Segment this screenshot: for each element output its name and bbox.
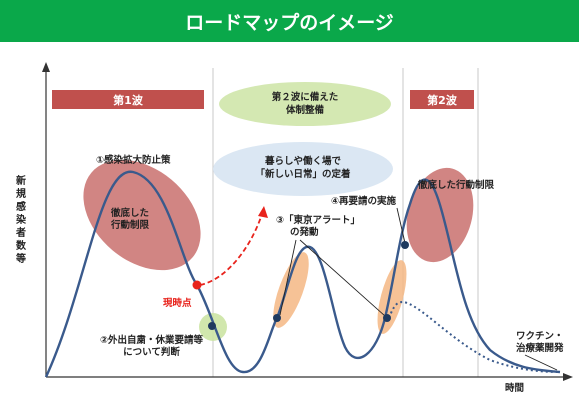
- current-point-marker: [192, 280, 202, 290]
- vaccine-label: ワクチン・治療薬開発: [516, 331, 564, 354]
- wave2-band: 第2波: [410, 90, 474, 109]
- page-title: ロードマップのイメージ: [0, 0, 579, 42]
- self-restraint-label: ②外出自粛・休業要請等について判断: [100, 335, 204, 358]
- strict-restriction-oval-2: [406, 167, 474, 263]
- pointer-line: [279, 239, 297, 316]
- strict-restriction-2-label: 徹底した行動制限: [418, 180, 495, 191]
- new-normal-oval: [213, 142, 393, 196]
- y-axis-arrow: [42, 62, 50, 72]
- prep-oval-text: 第２波に備えた体制整備: [271, 92, 339, 116]
- infection-curve: [44, 170, 561, 378]
- x-axis-arrow: [563, 373, 573, 381]
- rebound-arrow-head: [258, 206, 268, 218]
- wave1-band: 第1波: [52, 90, 204, 109]
- marker: [208, 322, 216, 330]
- pointer-line: [524, 354, 558, 371]
- prep-oval: [219, 82, 391, 126]
- rebound-arrow: [199, 213, 263, 286]
- suppressed-curve: [388, 300, 561, 373]
- x-axis-label: 時間: [505, 383, 525, 394]
- pointer-line: [396, 207, 406, 244]
- new-normal-oval-text: 暮らしや働く場で「新しい日常」の定着: [255, 156, 351, 180]
- marker: [383, 314, 391, 322]
- tokyo-alert-oval: [377, 260, 407, 334]
- marker: [401, 241, 409, 249]
- re-request-label: ④再要請の実施: [331, 196, 397, 207]
- marker: [273, 314, 281, 322]
- y-axis-label: 新規感染者数等: [16, 176, 26, 265]
- current-point-label: 現時点: [163, 298, 192, 309]
- strict-restriction-label: 徹底した行動制限: [111, 208, 150, 231]
- pointer-line: [299, 239, 386, 317]
- spread-prevention-label: ①感染拡大防止策: [96, 155, 171, 166]
- tokyo-alert-label: ③「東京アラート」の発動: [276, 215, 361, 238]
- tokyo-alert-oval: [273, 252, 309, 328]
